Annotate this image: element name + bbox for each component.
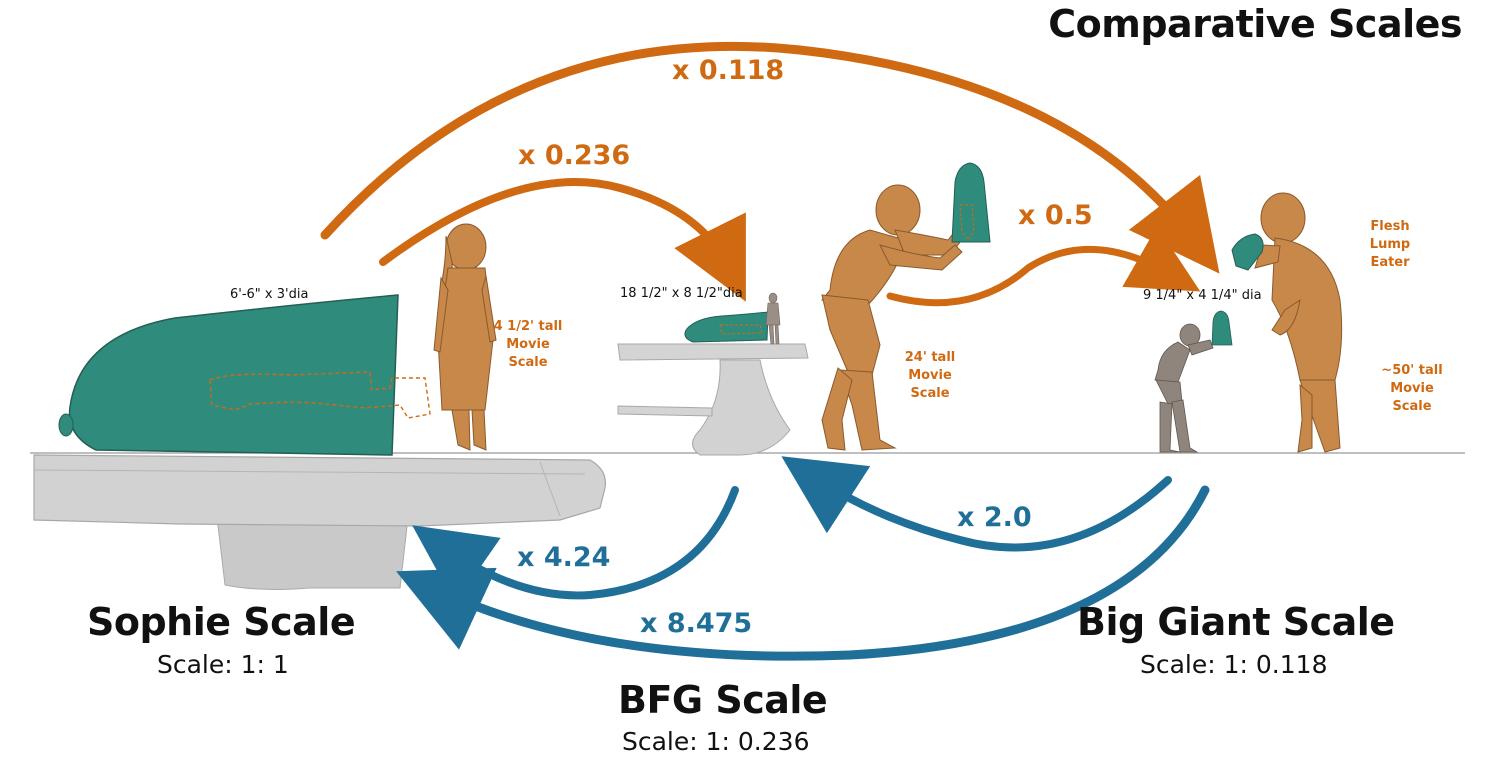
multiplier-x20: x 2.0: [957, 502, 1032, 533]
giant-held-jar: [1231, 233, 1264, 271]
multiplier-x0236: x 0.236: [518, 140, 631, 171]
note-giant: ~50' tall Movie Scale: [1381, 363, 1443, 414]
note-sophie: 4 1/2' tall Movie Scale: [493, 319, 563, 370]
big-giant-scale-title: Big Giant Scale: [1077, 600, 1395, 644]
multiplier-x424: x 4.24: [517, 542, 611, 573]
bfg-scale-title: BFG Scale: [618, 678, 828, 722]
bfg-figure: [821, 184, 969, 451]
arrow-x05: [886, 226, 1201, 307]
small-held-jar: [1211, 310, 1233, 346]
tiny-sophie-figure: [765, 292, 781, 345]
sophie-table: [33, 454, 607, 590]
bfg-scale-ratio: Scale: 1: 0.236: [622, 727, 810, 756]
note-giant-name: Flesh Lump Eater: [1369, 219, 1411, 270]
arrow-x0236: [379, 178, 746, 302]
arrow-x20: [781, 456, 1172, 552]
sophie-scale-title: Sophie Scale: [87, 600, 356, 644]
dimension-giant-jar: 9 1/4" x 4 1/4" dia: [1143, 288, 1262, 303]
sophie-figure: [433, 223, 497, 451]
multiplier-x05: x 0.5: [1018, 200, 1093, 231]
small-bfg-figure: [1154, 323, 1214, 453]
bfg-held-jar: [951, 162, 991, 243]
dimension-sophie-jar: 6'-6" x 3'dia: [230, 287, 309, 302]
big-jar: [58, 294, 431, 456]
giant-figure: [1254, 192, 1343, 453]
medium-jar: [684, 311, 769, 343]
bfg-table: [617, 343, 809, 456]
note-bfg: 24' tall Movie Scale: [904, 350, 956, 401]
dimension-bfg-jar: 18 1/2" x 8 1/2"dia: [620, 286, 743, 301]
page-title: Comparative Scales: [1048, 2, 1462, 46]
arrow-x0118: [320, 41, 1220, 274]
multiplier-x8475: x 8.475: [640, 608, 753, 639]
sophie-scale-ratio: Scale: 1: 1: [157, 650, 289, 679]
big-giant-scale-ratio: Scale: 1: 0.118: [1140, 650, 1328, 679]
multiplier-x0118: x 0.118: [672, 55, 785, 86]
arrow-x8475: [396, 485, 1210, 661]
